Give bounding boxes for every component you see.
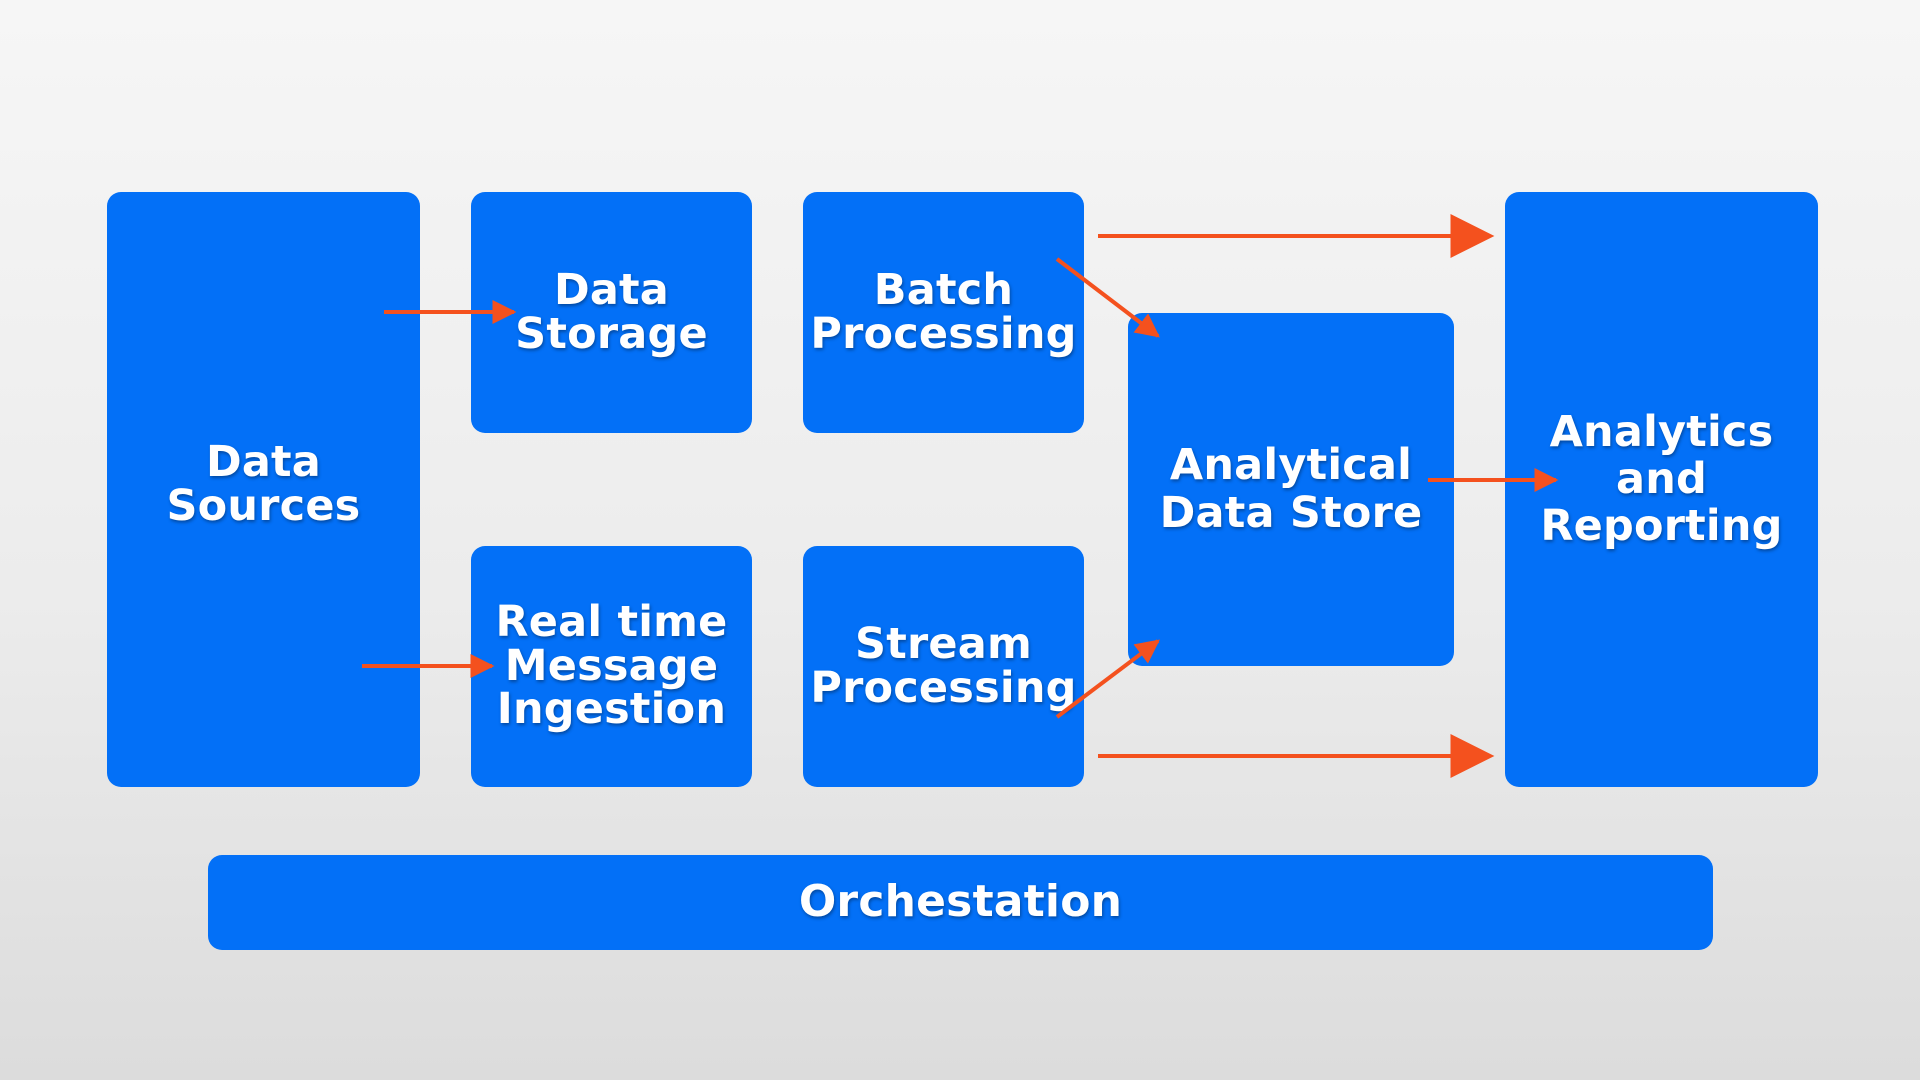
analytics-reporting-box[interactable]: Analytics and Reporting [1505, 192, 1818, 787]
realtime-ingestion-box[interactable]: Real time Message Ingestion [471, 546, 752, 787]
analytical-data-store-box[interactable]: Analytical Data Store [1128, 313, 1454, 666]
batch-processing-box[interactable]: Batch Processing [803, 192, 1084, 433]
analytics-reporting-label: Analytics and Reporting [1540, 406, 1783, 552]
stream-processing-box[interactable]: Stream Processing [803, 546, 1084, 787]
orchestration-bar[interactable]: Orchestation [208, 855, 1713, 950]
data-storage-label: Data Storage [515, 264, 708, 359]
orchestration-label: Orchestation [798, 876, 1123, 928]
analytical-data-store-label: Analytical Data Store [1159, 440, 1423, 538]
data-sources-box[interactable]: Data Sources [107, 192, 420, 787]
data-storage-box[interactable]: Data Storage [471, 192, 752, 433]
stream-processing-label: Stream Processing [810, 618, 1077, 713]
data-sources-label: Data Sources [166, 436, 361, 531]
batch-processing-label: Batch Processing [810, 264, 1077, 359]
realtime-ingestion-label: Real time Message Ingestion [495, 596, 728, 735]
